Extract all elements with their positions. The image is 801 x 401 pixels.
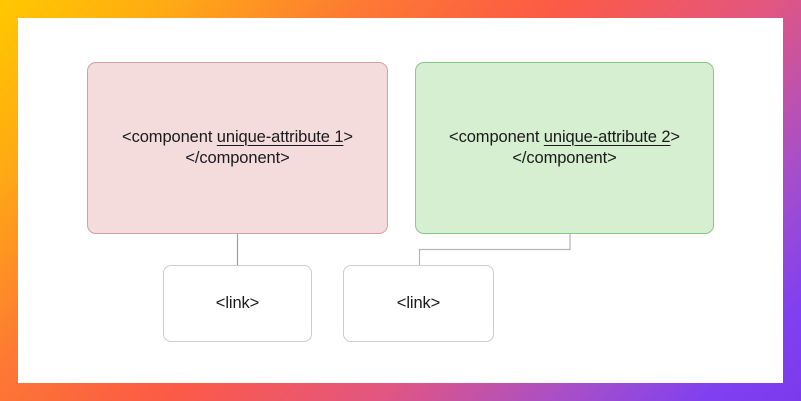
- link-node-1-label: <link>: [215, 293, 260, 312]
- component-2-tag-open: <component: [449, 127, 544, 146]
- component-2-closing-tag: </component>: [512, 149, 617, 167]
- component-1-closing-tag: </component>: [185, 149, 290, 167]
- link-node-1[interactable]: <link>: [163, 265, 312, 342]
- component-1-tag-close-bracket: >: [343, 127, 353, 146]
- component-node-1[interactable]: <component unique-attribute 1> </componen…: [87, 62, 388, 234]
- component-1-attribute: unique-attribute 1: [216, 127, 344, 146]
- component-node-1-label: <component unique-attribute 1> </componen…: [122, 127, 353, 169]
- link-node-2[interactable]: <link>: [343, 265, 494, 342]
- link-node-2-label: <link>: [396, 293, 441, 312]
- component-node-2[interactable]: <component unique-attribute 2> </componen…: [415, 62, 714, 234]
- component-node-2-label: <component unique-attribute 2> </componen…: [449, 127, 680, 169]
- component-1-tag-open: <component: [122, 127, 217, 146]
- edge-component2-link2: [418, 234, 571, 265]
- component-2-tag-close-bracket: >: [670, 127, 680, 146]
- component-2-attribute: unique-attribute 2: [543, 127, 671, 146]
